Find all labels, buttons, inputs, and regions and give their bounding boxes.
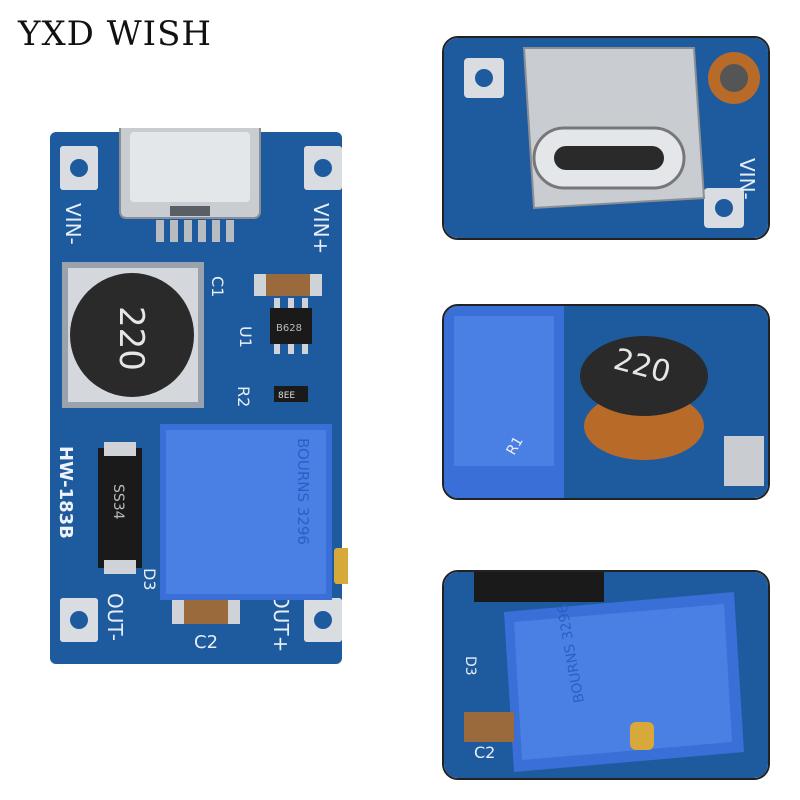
main-board-photo: VIN- VIN+ OUT- OUT+ 220 C1 B628 U1 8EE R… [48,121,350,666]
closeup-label-d3: D3 [462,656,478,676]
inductor-code: 220 [111,306,151,371]
closeup-vin-minus: VIN- [735,158,759,200]
label-vin-minus: VIN- [61,203,85,245]
brand-watermark: YXD WISH [18,14,213,54]
inductor-220 [70,273,194,397]
closeup-inductor: 220 R1 [442,304,770,500]
closeup-potentiometer: BOURNS 3296 C2 D3 [442,570,770,780]
label-u1: U1 [236,326,255,348]
label-c2: C2 [194,632,218,653]
pcb-board: VIN- VIN+ OUT- OUT+ 220 C1 B628 U1 8EE R… [50,121,350,664]
board-model: HW-183B [55,446,76,539]
closeup-inductor-image: 220 R1 [444,306,768,498]
pot-adjust-screw [334,548,350,584]
label-c1: C1 [208,276,227,297]
label-d3: D3 [140,568,159,591]
pot-text: BOURNS 3296 [294,438,312,545]
label-out-minus: OUT- [103,593,127,641]
closeup-usb-c: VIN- [442,36,770,240]
label-vin-plus: VIN+ [309,203,333,254]
diode-code: SS34 [110,484,126,520]
closeup-label-c2: C2 [474,743,495,762]
closeup-usb-c-image: VIN- [444,38,768,238]
ic-u1 [270,308,312,344]
label-r2: R2 [234,386,253,407]
chip-code: B628 [276,323,302,334]
resistor-code: 8EE [278,391,295,401]
diode-ss34 [98,448,142,568]
closeup-pot-image: BOURNS 3296 C2 D3 [444,572,768,778]
label-out-plus: OUT+ [269,593,293,652]
